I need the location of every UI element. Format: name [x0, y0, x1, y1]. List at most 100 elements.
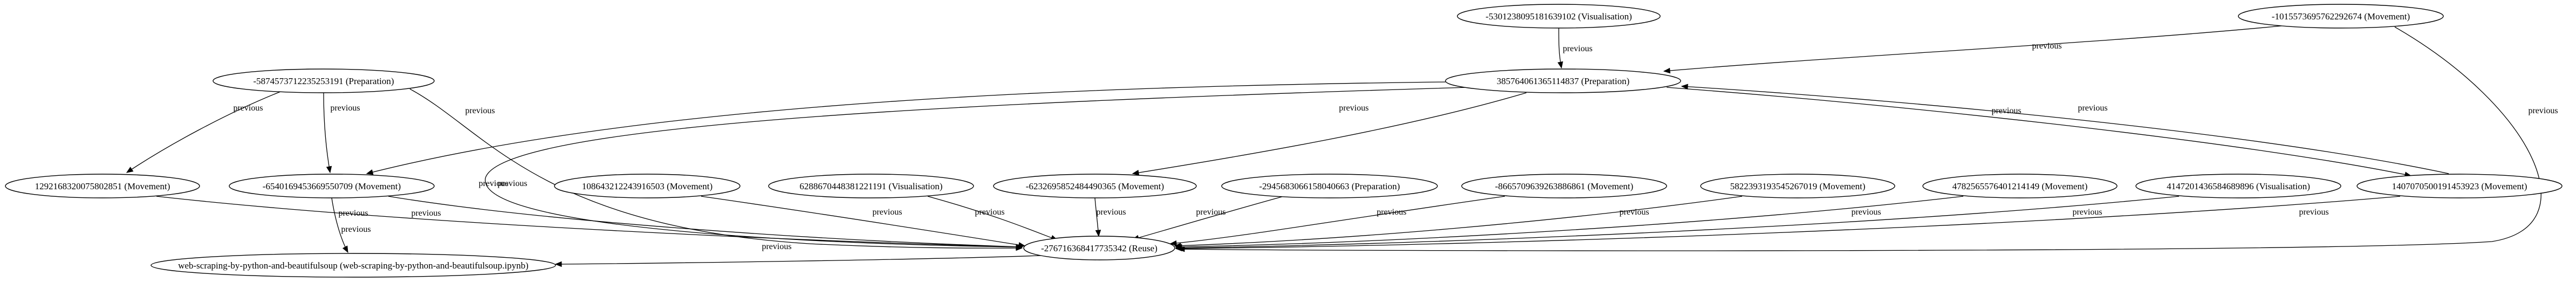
arrowhead-icon: [1557, 61, 1563, 69]
node-n-vis-a: 628867044838122119​1 (Visualisation): [768, 174, 974, 198]
node-n-mov-a: 129216832007580285​1 (Movement): [5, 174, 200, 198]
edge-label: previous: [1196, 208, 1225, 217]
edge-line: [555, 255, 1042, 265]
node-label: -1015573695762292674 (Movement): [2272, 11, 2410, 22]
node-label: web-scraping-by-python-and-beautifulsoup…: [178, 260, 529, 271]
edge-line: [1175, 196, 2401, 249]
node-label: -5301238095181639102 (Visualisation): [1485, 11, 1632, 22]
node-ellipse: [5, 174, 200, 198]
edge-line: [156, 196, 1023, 247]
edge-n_prep2-to-n_reuse: previous: [409, 88, 1023, 251]
node-ellipse: [213, 68, 435, 93]
node-ellipse: [1221, 174, 1438, 198]
edge-label: previous: [1991, 106, 2021, 115]
node-n-reuse: -2767163684177353​42 (Reuse): [1023, 236, 1175, 260]
edge-line: [485, 87, 1468, 247]
edge-label: previous: [233, 104, 263, 113]
edge-label: previous: [1376, 208, 1406, 217]
node-n-hub: 385764061365114837 (Preparation): [1445, 68, 1681, 93]
arrowhead-icon: [1175, 245, 1182, 252]
edge-n_mov_h-to-n_hub: previous: [1681, 84, 2449, 174]
node-label: -2767163684177353​42 (Reuse): [1041, 243, 1157, 253]
edge-label: previous: [497, 179, 527, 188]
node-ellipse: [2238, 4, 2444, 29]
edge-line: [927, 196, 1058, 240]
edge-n_hub-to-n_mov_h: previous: [1666, 87, 2412, 177]
arrowhead-icon: [1095, 230, 1101, 237]
arrowhead-icon: [1018, 242, 1026, 248]
node-ellipse: [1445, 68, 1681, 93]
node-ellipse: [1461, 174, 1667, 198]
node-label: 4782565576401214149 (Movement): [1952, 181, 2088, 191]
node-ellipse: [2356, 174, 2563, 198]
edge-line: [701, 196, 1025, 246]
edge-line: [1178, 26, 2541, 251]
node-n-mov-b: -6540169453669550709 (Movement): [229, 174, 435, 198]
edge-n_top_mov-to-n_hub: previous: [1663, 25, 2282, 74]
edge-label: previous: [872, 208, 902, 217]
edge-label: previous: [2528, 106, 2558, 115]
edge-line: [323, 92, 331, 173]
node-label: 129216832007580285​1 (Movement): [35, 181, 170, 191]
edge-line: [388, 196, 1023, 247]
node-ellipse: [229, 174, 435, 198]
arrowhead-icon: [1663, 67, 1670, 74]
edge-n_prep2-to-n_mov_b: previous: [323, 92, 360, 174]
edge-n_prep3-to-n_reuse: previous: [1132, 196, 1284, 240]
edge-n_mov_h-to-n_reuse: previous: [1175, 196, 2401, 252]
node-label: 582239319354526701​9 (Movement): [1730, 181, 1866, 191]
edge-n_mov_b-to-n_nb: previous: [331, 197, 371, 253]
node-n-nb: web-scraping-by-python-and-beautifulsoup…: [150, 253, 556, 278]
edge-label: previous: [975, 208, 1004, 217]
edge-n_hub-to-n_mov_d: previous: [1132, 92, 1527, 176]
node-n-mov-f: 582239319354526701​9 (Movement): [1700, 174, 1895, 198]
node-n-vis-b: 4147201436584689896 (Visualisation): [2135, 174, 2341, 198]
node-ellipse: [2135, 174, 2341, 198]
node-n-prep3: -2945683066158040663 (Preparation): [1221, 174, 1438, 198]
node-ellipse: [1457, 4, 1661, 29]
node-ellipse: [768, 174, 974, 198]
node-ellipse: [150, 253, 556, 278]
node-ellipse: [1922, 174, 2118, 198]
edge-label: previous: [2299, 208, 2328, 217]
edge-label: previous: [478, 179, 508, 188]
edge-label: previous: [465, 106, 495, 115]
edge-label: previous: [330, 104, 360, 113]
edge-n_mov_e-to-n_reuse: previous: [1169, 196, 1505, 246]
node-ellipse: [1023, 236, 1175, 260]
edge-label: previous: [341, 225, 371, 234]
edge-n_mov_d-to-n_reuse: previous: [1094, 197, 1126, 237]
arrowhead-icon: [366, 169, 374, 175]
edge-label: previous: [1563, 44, 1592, 53]
edge-line: [1132, 196, 1284, 240]
edge-label: previous: [411, 209, 441, 218]
edge-line: [1175, 196, 2180, 249]
nodes-layer: -5301238095181639102 (Visualisation) -101…: [5, 4, 2563, 278]
node-label: -6540169453669550709 (Movement): [263, 181, 401, 191]
node-label: -5874573712235253191 (Preparation): [253, 76, 394, 86]
edge-line: [1681, 86, 2449, 174]
arrowhead-icon: [1132, 170, 1140, 176]
edge-n_hub-to-n_mov_b: previous: [366, 81, 1446, 175]
node-label: 1086432122439165​03 (Movement): [582, 181, 712, 191]
node-label: 1407070500191453923 (Movement): [2392, 181, 2527, 191]
edge-label: previous: [2032, 42, 2061, 51]
edge-n_prep2-to-n_mov_a: previous: [126, 91, 281, 173]
edge-label: previous: [2078, 104, 2107, 113]
edge-label: previous: [1339, 104, 1368, 113]
edge-line: [1170, 196, 1505, 244]
edge-label: previous: [1619, 208, 1649, 217]
node-n-mov-e: -8665709639263886861 (Movement): [1461, 174, 1667, 198]
edge-line: [1175, 196, 1964, 247]
edge-line: [1663, 25, 2282, 72]
arrowhead-icon: [342, 245, 348, 253]
arrowhead-icon: [1169, 240, 1177, 246]
edge-n_mov_c-to-n_reuse: previous: [701, 196, 1026, 248]
node-label: -8665709639263886861 (Movement): [1495, 181, 1633, 191]
node-label: -2945683066158040663 (Preparation): [1259, 181, 1400, 191]
edge-n_top_vis-to-n_hub: previous: [1557, 27, 1593, 69]
node-n-mov-c: 1086432122439165​03 (Movement): [554, 174, 741, 198]
edge-label: previous: [1096, 208, 1126, 217]
node-n-top-vis: -5301238095181639102 (Visualisation): [1457, 4, 1661, 29]
